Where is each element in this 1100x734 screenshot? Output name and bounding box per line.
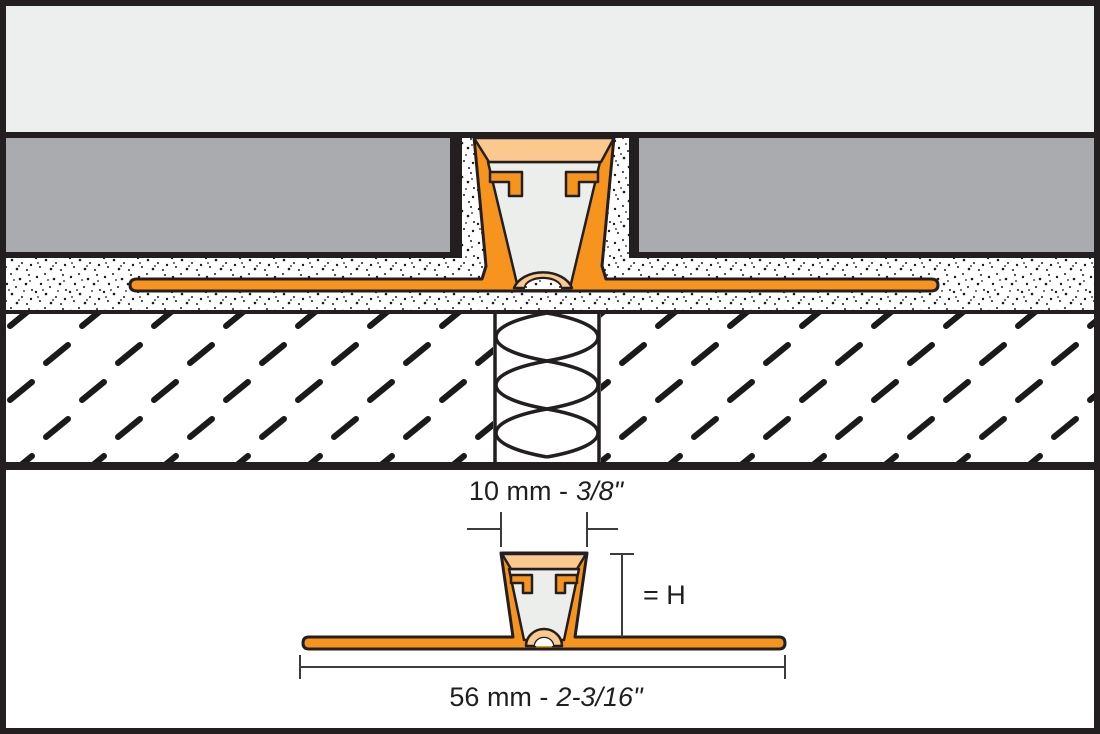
anchoring-rib-left (488, 170, 524, 198)
frame-bottom (0, 728, 1100, 734)
detail-rib-left (509, 573, 534, 595)
frame-right (1094, 0, 1100, 734)
soft-insert-top (472, 136, 616, 164)
frame-left (0, 0, 6, 734)
bottom-arch (512, 271, 574, 290)
tile-covering-left (6, 138, 462, 258)
anchoring-rib-right (564, 170, 600, 198)
dimension-joint-width: 10 mm -3/8" (467, 476, 624, 547)
arch-underside (525, 279, 561, 289)
substrate-right (601, 314, 1094, 463)
profile-installed (128, 135, 940, 293)
section-divider-line (0, 462, 1100, 470)
detail-arch-underside (535, 638, 553, 646)
filler-coil-strand-a (494, 311, 600, 459)
tile-covering-right (629, 138, 1094, 258)
overall-width-label: 56 mm -2-3/16" (449, 682, 644, 712)
tile-left-bottom-edge (6, 252, 462, 258)
detail-soft-insert (500, 552, 588, 571)
profile-detail-drawing (301, 551, 787, 651)
joint-filler-column (493, 311, 601, 463)
dimension-height: = H (610, 553, 686, 637)
substrate-left (6, 314, 493, 463)
dimension-overall-width: 56 mm -2-3/16" (299, 655, 786, 712)
filler-coil-strand-b (494, 311, 600, 459)
tile-top-edge-line (0, 132, 1100, 138)
tile-right-bottom-edge (629, 252, 1094, 258)
surface-space-band (0, 6, 1100, 132)
tile-left-joint-edge (450, 138, 462, 258)
joint-width-label: 10 mm -3/8" (469, 476, 625, 506)
frame-top (0, 0, 1100, 6)
height-label: = H (643, 580, 686, 610)
tile-right-joint-edge (629, 138, 639, 258)
detail-rib-right (554, 573, 579, 595)
